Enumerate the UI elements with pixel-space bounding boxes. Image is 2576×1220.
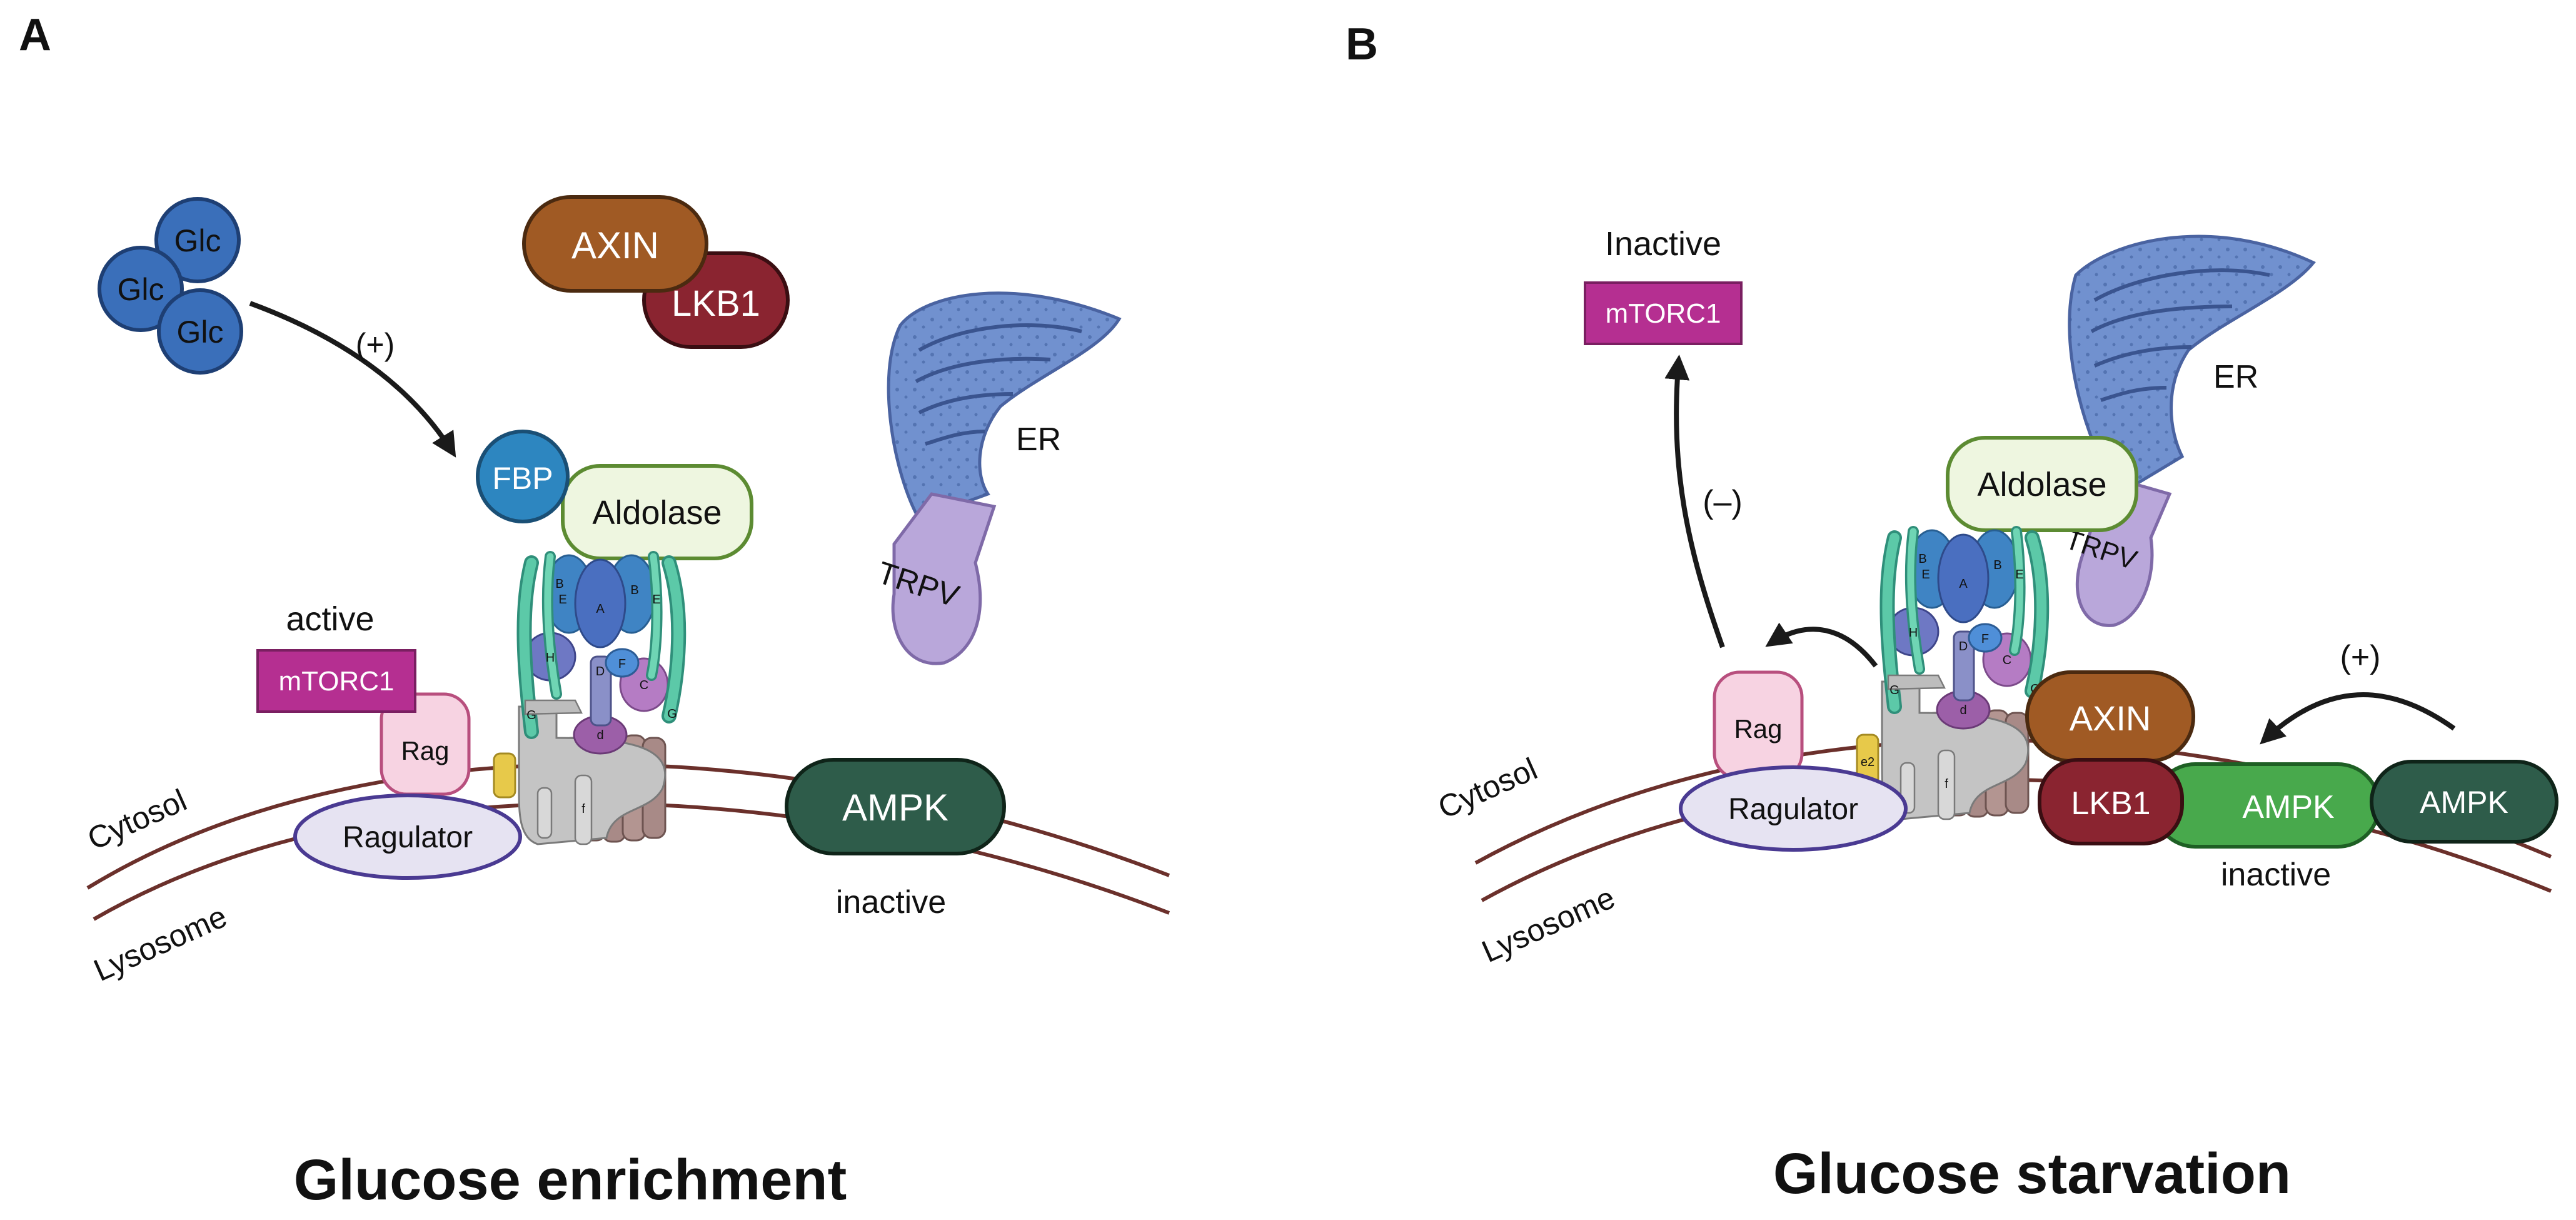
er-organelle-b	[2068, 234, 2316, 497]
axin-label-b: AXIN	[2070, 698, 2151, 738]
vatpase-to-rag-arrow	[1765, 622, 1878, 668]
aldolase-label: Aldolase	[592, 494, 722, 532]
ampk-activation-arrow	[2260, 692, 2456, 745]
trpv-channel	[891, 492, 997, 665]
mtorc1-state-label: active	[286, 600, 374, 638]
fbp-label: FBP	[492, 461, 553, 496]
panel-a: A Cytosol Lysosome Glc Glc Glc (+) LKB1 …	[19, 10, 1170, 1212]
fbp-molecule	[476, 430, 570, 523]
panel-a-caption: Glucose enrichment	[294, 1148, 847, 1212]
er-organelle	[887, 291, 1122, 522]
cytosol-label: Cytosol	[83, 782, 192, 857]
subunit-g-left-b: G	[1889, 683, 1899, 697]
subunit-b-right-b: B	[1993, 558, 2001, 572]
er-label: ER	[1016, 421, 1061, 458]
ragulator-complex	[293, 794, 522, 880]
ampk-protein	[785, 758, 1006, 855]
v-atpase-complex: E E B B A H D F C G G d f	[493, 555, 678, 844]
inhibition-sign: (–)	[1703, 484, 1743, 520]
subunit-d-stalk-b: D	[1959, 640, 1968, 653]
rag-label-b: Rag	[1734, 714, 1782, 744]
er-label-b: ER	[2213, 359, 2258, 395]
ampk-label: AMPK	[842, 787, 948, 829]
cytosol-label-b: Cytosol	[1433, 751, 1542, 825]
lkb1-label-b: LKB1	[2071, 785, 2150, 822]
ragulator-label: Ragulator	[343, 821, 473, 854]
subunit-f-b: F	[1981, 632, 1989, 646]
subunit-e-left: E	[558, 593, 566, 607]
subunit-d-small: d	[596, 728, 603, 742]
ragulator-complex-b	[1679, 765, 1908, 852]
glc-label-1: Glc	[174, 223, 221, 258]
glc-to-fbp-arrow	[249, 301, 456, 458]
rag-label: Rag	[401, 736, 449, 765]
panel-b: B Cytosol Lysosome Inactive mTORC1 (–) E…	[1346, 19, 2558, 1206]
panel-letter-b: B	[1346, 19, 1378, 69]
panel-letter-a: A	[19, 10, 51, 60]
ampk-state-label: inactive	[836, 884, 946, 920]
lkb1-label: LKB1	[672, 283, 760, 324]
ampk-state-label-b: inactive	[2221, 857, 2331, 893]
subunit-f: F	[618, 657, 626, 671]
subunit-e2: e2	[1861, 755, 1874, 769]
subunit-d-small-b: d	[1960, 703, 1966, 717]
glucose-cluster: Glc Glc Glc	[98, 197, 243, 375]
axin-protein	[522, 195, 708, 293]
subunit-d-stalk: D	[596, 665, 605, 678]
ragulator-label-b: Ragulator	[1728, 793, 1858, 826]
v-atpase-complex-b: e2 E E B B A H D F C G G d f	[1856, 530, 2041, 819]
subunit-b-left-b: B	[1918, 552, 1926, 566]
rag-to-mtorc1-arrow	[1664, 355, 1725, 648]
ampk-free-label: AMPK	[2420, 785, 2508, 820]
mtorc1-complex	[256, 649, 416, 713]
ampk-free-protein	[2370, 760, 2558, 844]
mtorc1-complex-b	[1584, 281, 1743, 345]
subunit-e-right: E	[652, 593, 660, 607]
mtorc1-label: mTORC1	[279, 666, 395, 697]
subunit-e-right-b: E	[2015, 568, 2023, 582]
activation-sign: (+)	[356, 327, 395, 362]
mtorc1-label-b: mTORC1	[1606, 298, 1721, 329]
subunit-h: H	[546, 651, 555, 665]
subunit-g-left: G	[526, 708, 536, 722]
aldolase-protein-b	[1946, 436, 2138, 532]
subunit-c-b: C	[2003, 653, 2011, 667]
subunit-g-right: G	[667, 707, 677, 721]
aldolase-label-b: Aldolase	[1977, 466, 2106, 503]
glc-label-3: Glc	[177, 315, 224, 350]
axin-label: AXIN	[571, 224, 659, 266]
subunit-b-right: B	[630, 583, 638, 597]
glc-label-2: Glc	[118, 272, 164, 307]
subunit-a: A	[596, 602, 605, 616]
subunit-f-small-b: f	[1945, 777, 1948, 791]
subunit-f-small: f	[581, 802, 585, 816]
subunit-c: C	[640, 678, 648, 692]
subunit-e-left-b: E	[1921, 568, 1929, 582]
subunit-h-b: H	[1909, 626, 1918, 640]
subunit-a-b: A	[1959, 577, 1968, 591]
subunit-b-left: B	[555, 577, 563, 591]
panel-b-caption: Glucose starvation	[1773, 1142, 2291, 1206]
lkb1-protein-b	[2038, 758, 2184, 845]
mtorc1-state-label-b: Inactive	[1605, 225, 1721, 263]
ampk-bound-label: AMPK	[2242, 789, 2335, 825]
activation-sign-b: (+)	[2340, 639, 2381, 675]
